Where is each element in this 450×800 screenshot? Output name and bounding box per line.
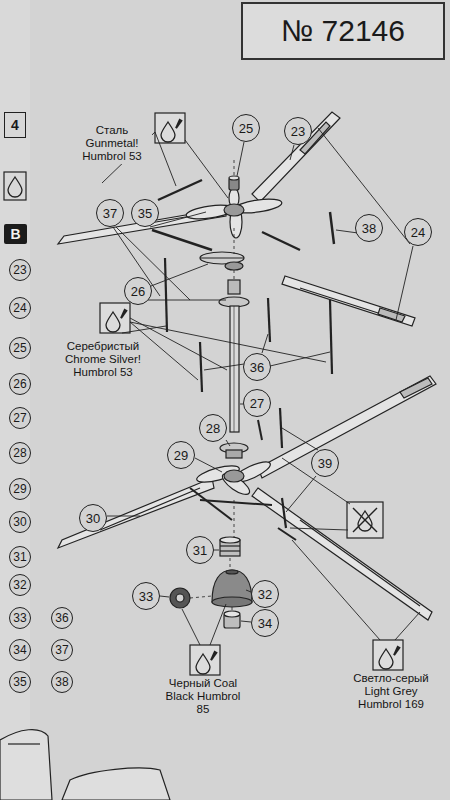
callout-number: 23 bbox=[9, 259, 31, 281]
callout-number: 29 bbox=[167, 441, 195, 469]
callout-number: 33 bbox=[13, 612, 26, 624]
callout-number: 34 bbox=[13, 644, 26, 656]
callout-number: 30 bbox=[13, 516, 26, 528]
callout-number: 29 bbox=[174, 449, 188, 462]
callout-number: 34 bbox=[9, 639, 31, 661]
upper-rotor bbox=[58, 112, 415, 326]
callout-number: 31 bbox=[13, 551, 26, 563]
callout-number: 37 bbox=[55, 644, 68, 656]
callout-number: 35 bbox=[131, 199, 159, 227]
box-text: 4 bbox=[11, 118, 19, 132]
callout-number: 30 bbox=[9, 511, 31, 533]
step-number-box: 4 bbox=[4, 112, 26, 138]
callout-number: 23 bbox=[284, 117, 312, 145]
callout-number: 27 bbox=[13, 412, 26, 424]
callout-number: 24 bbox=[13, 302, 26, 314]
callout-number: 38 bbox=[362, 222, 376, 235]
callout-number: 37 bbox=[51, 639, 73, 661]
callout-number: 34 bbox=[258, 617, 272, 630]
paint-icon bbox=[4, 172, 26, 200]
callout-number: 35 bbox=[138, 207, 152, 220]
paint-label: Сталь Gunmetal! Humbrol 53 bbox=[72, 124, 152, 164]
callout-number: 33 bbox=[132, 582, 160, 610]
callout-number: 34 bbox=[251, 609, 279, 637]
callout-number: 31 bbox=[9, 546, 31, 568]
box-text: № 72146 bbox=[281, 16, 405, 46]
next-step-drawing bbox=[0, 730, 170, 800]
callout-number: 25 bbox=[9, 337, 31, 359]
callout-number: 25 bbox=[239, 122, 253, 135]
lower-rotor bbox=[58, 376, 436, 628]
callout-number: 26 bbox=[13, 378, 26, 390]
callout-number: 29 bbox=[9, 478, 31, 500]
callout-number: 32 bbox=[13, 579, 26, 591]
paint-label: Черный Coal Black Humbrol 85 bbox=[163, 677, 243, 717]
callout-number: 32 bbox=[258, 588, 272, 601]
step-letter-box: B bbox=[4, 224, 27, 244]
callout-number: 24 bbox=[9, 297, 31, 319]
callout-number: 27 bbox=[250, 397, 264, 410]
callout-number: 26 bbox=[131, 285, 145, 298]
leader-lines bbox=[107, 128, 413, 622]
callout-number: 35 bbox=[13, 676, 26, 688]
callout-number: 26 bbox=[9, 373, 31, 395]
callout-number: 26 bbox=[124, 277, 152, 305]
callout-number: 24 bbox=[411, 226, 425, 239]
callout-number: 32 bbox=[251, 580, 279, 608]
callout-number: 36 bbox=[250, 361, 264, 374]
callout-number: 28 bbox=[206, 422, 220, 435]
callout-number: 39 bbox=[318, 457, 332, 470]
paint-leaders bbox=[102, 132, 420, 645]
callout-number: 27 bbox=[243, 389, 271, 417]
callout-number: 25 bbox=[232, 114, 260, 142]
callout-number: 38 bbox=[51, 671, 73, 693]
paint-label: Светло-серый Light Grey Humbrol 169 bbox=[352, 672, 430, 712]
callout-number: 24 bbox=[404, 218, 432, 246]
callout-number: 37 bbox=[96, 199, 124, 227]
callout-number: 33 bbox=[9, 607, 31, 629]
callout-number: 36 bbox=[243, 353, 271, 381]
callout-number: 35 bbox=[9, 671, 31, 693]
callout-number: 25 bbox=[13, 342, 26, 354]
mast bbox=[165, 258, 332, 448]
callout-number: 38 bbox=[355, 214, 383, 242]
paint-label: Серебристый Chrome Silver! Humbrol 53 bbox=[62, 340, 144, 380]
callout-number: 36 bbox=[55, 612, 68, 624]
box-text: B bbox=[10, 227, 20, 241]
callout-number: 31 bbox=[193, 544, 207, 557]
callout-number: 37 bbox=[103, 207, 117, 220]
callout-number: 32 bbox=[9, 574, 31, 596]
paint-icon bbox=[100, 113, 403, 675]
callout-number: 23 bbox=[291, 125, 305, 138]
callout-number: 30 bbox=[86, 512, 100, 525]
callout-number: 27 bbox=[9, 407, 31, 429]
callout-number: 28 bbox=[13, 447, 26, 459]
callout-number: 29 bbox=[13, 483, 26, 495]
callout-number: 38 bbox=[55, 676, 68, 688]
callout-number: 28 bbox=[199, 414, 227, 442]
kit-number-box: № 72146 bbox=[241, 2, 445, 60]
callout-number: 23 bbox=[13, 264, 26, 276]
callout-number: 28 bbox=[9, 442, 31, 464]
callout-number: 33 bbox=[139, 590, 153, 603]
callout-number: 30 bbox=[79, 504, 107, 532]
callout-number: 31 bbox=[186, 536, 214, 564]
callout-number: 36 bbox=[51, 607, 73, 629]
callout-number: 39 bbox=[311, 449, 339, 477]
